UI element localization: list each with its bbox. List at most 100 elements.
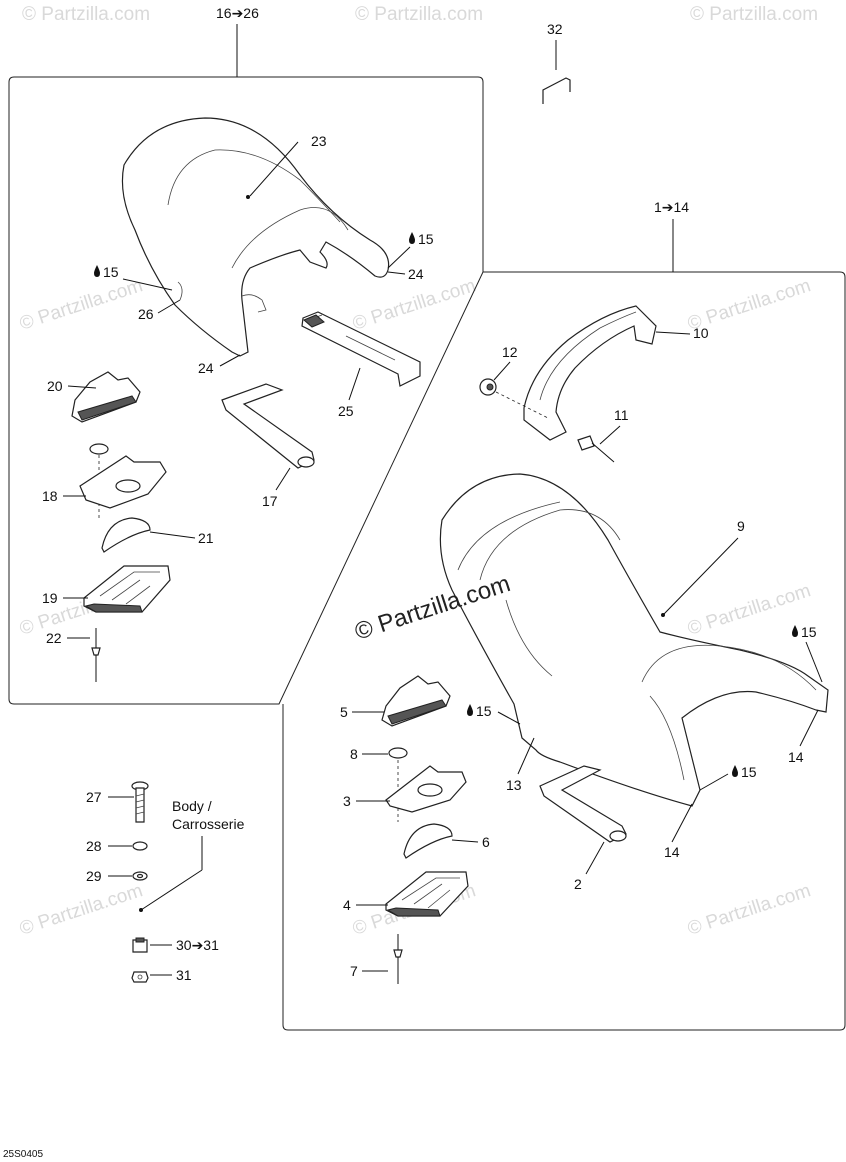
leader-line	[517, 737, 535, 775]
body-label-line2: Carrosserie	[172, 816, 245, 832]
leader-line	[122, 278, 173, 291]
l-rod-part	[221, 383, 315, 469]
callout-dot	[139, 908, 143, 912]
leader-line	[671, 803, 693, 843]
latch-part	[71, 371, 141, 423]
leader-line	[219, 354, 241, 367]
watermark: © Partzilla.com	[355, 4, 483, 25]
oil-drop-icon	[732, 765, 738, 777]
leader-line	[149, 531, 196, 539]
drawing-code: 25S0405	[3, 1149, 43, 1160]
leader-line	[387, 271, 406, 275]
leader-line	[805, 641, 823, 683]
callout-2: 2	[574, 876, 582, 892]
callout-17: 17	[262, 493, 278, 509]
leader-line	[157, 299, 181, 314]
nut-clip-part	[132, 937, 148, 953]
leader-line	[275, 467, 291, 491]
washer-part	[132, 841, 148, 851]
callout-20: 20	[47, 378, 63, 394]
leader-line	[67, 385, 97, 389]
latch-part	[381, 675, 451, 727]
leader-line	[663, 537, 739, 615]
watermark: © Partzilla.com	[685, 880, 813, 940]
screw-part	[577, 435, 615, 463]
leader-line	[451, 839, 479, 843]
leader-line	[799, 709, 819, 747]
hardware-group-label: 30➔31	[176, 937, 219, 953]
callout-4: 4	[343, 897, 351, 913]
bolt-part	[131, 781, 149, 823]
oil-symbol-label: 15	[418, 231, 434, 247]
rear-group-label: 16➔26	[216, 5, 259, 21]
leader-line	[249, 141, 299, 197]
assembly-line	[495, 391, 549, 419]
callout-dot	[661, 613, 665, 617]
leader-line	[585, 841, 605, 875]
leader-line	[655, 331, 691, 335]
seal-part	[403, 823, 453, 859]
oil-symbol-label: 15	[476, 703, 492, 719]
body-label-line1: Body /	[172, 798, 212, 814]
bracket-part	[542, 77, 571, 104]
callout-23: 23	[311, 133, 327, 149]
callout-24: 24	[408, 266, 424, 282]
leader-line	[497, 711, 521, 725]
grab-handle-part	[523, 305, 657, 441]
callout-32: 32	[547, 21, 563, 37]
callout-19: 19	[42, 590, 58, 606]
callout-14: 14	[788, 749, 804, 765]
callout-12: 12	[502, 344, 518, 360]
callout-26: 26	[138, 306, 154, 322]
callout-dot	[246, 195, 250, 199]
oil-drop-icon	[467, 704, 473, 716]
washer-part	[89, 443, 109, 455]
base-block-part	[385, 871, 469, 917]
callout-27: 27	[86, 789, 102, 805]
rear-seat-group-frame	[8, 76, 484, 705]
leader-line	[348, 367, 361, 401]
base-block-part	[83, 565, 171, 613]
callout-24: 24	[198, 360, 214, 376]
callout-13: 13	[506, 777, 522, 793]
callout-3: 3	[343, 793, 351, 809]
watermark: © Partzilla.com	[350, 275, 478, 335]
callout-5: 5	[340, 704, 348, 720]
callout-29: 29	[86, 868, 102, 884]
watermark: © Partzilla.com	[17, 880, 145, 940]
callout-14: 14	[664, 844, 680, 860]
rivet-part	[393, 934, 403, 984]
l-rod-part	[539, 765, 627, 843]
front-seat-part	[439, 473, 829, 807]
washer-part	[388, 747, 408, 759]
callout-28: 28	[86, 838, 102, 854]
mounting-plate-part	[385, 765, 467, 813]
front-group-label: 1➔14	[654, 199, 689, 215]
leader-line	[493, 361, 511, 381]
callout-18: 18	[42, 488, 58, 504]
callout-10: 10	[693, 325, 709, 341]
rear-seat-part	[121, 117, 390, 357]
leader-line	[140, 869, 203, 911]
callout-22: 22	[46, 630, 62, 646]
callout-6: 6	[482, 834, 490, 850]
watermark: © Partzilla.com	[690, 4, 818, 25]
oil-drop-icon	[409, 232, 415, 244]
callout-8: 8	[350, 746, 358, 762]
seal-part	[101, 517, 151, 553]
oil-drop-icon	[94, 265, 100, 277]
callout-9: 9	[737, 518, 745, 534]
oil-symbol-label: 15	[801, 624, 817, 640]
washer-part	[132, 871, 148, 881]
watermark: © Partzilla.com	[22, 4, 150, 25]
callout-25: 25	[338, 403, 354, 419]
leader-line	[599, 425, 621, 445]
oil-symbol-label: 15	[103, 264, 119, 280]
grommet-part	[479, 378, 497, 396]
support-bar-part	[301, 311, 421, 387]
callout-7: 7	[350, 963, 358, 979]
oil-drop-icon	[792, 625, 798, 637]
oil-symbol-label: 15	[741, 764, 757, 780]
nut-part	[131, 971, 149, 983]
